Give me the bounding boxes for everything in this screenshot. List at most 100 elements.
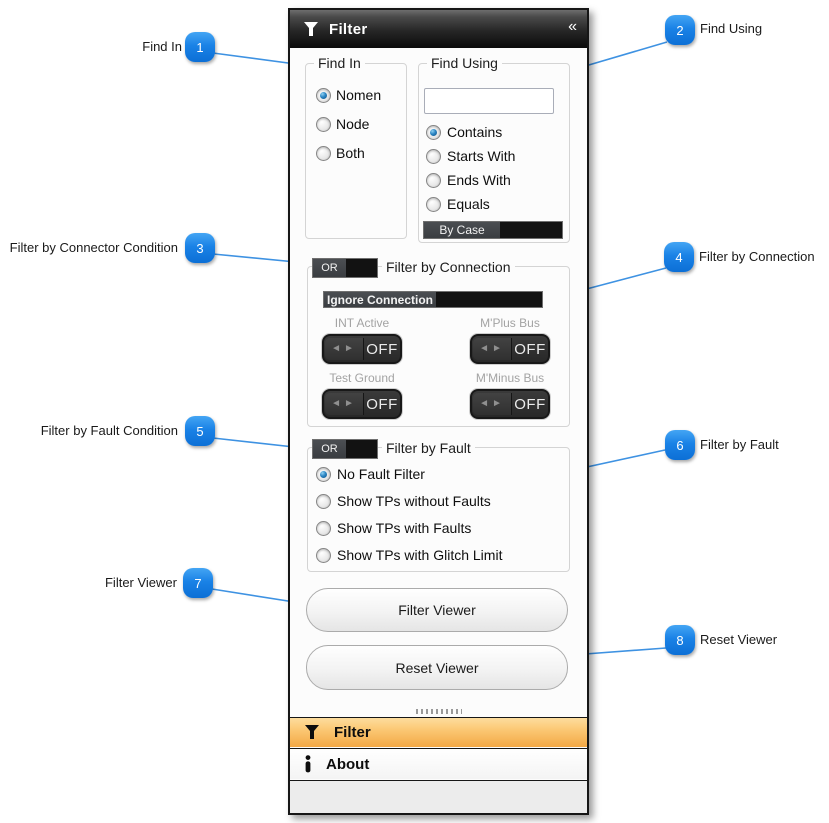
filter-by-fault-group: OR Filter by Fault No Fault Filter Show … [307,438,570,572]
test-ground-toggle-group: Test Ground ◄► OFF [322,370,402,419]
filter-by-connection-group: OR Filter by Connection Ignore Connectio… [307,257,570,427]
left-right-arrows-icon: ◄► [473,393,512,415]
filter-by-connection-legend: Filter by Connection [382,257,515,277]
radio-ends-with[interactable]: Ends With [426,171,511,189]
callout-badge-6: 6 [665,430,695,460]
switch-state: OFF [514,395,546,413]
radio-starts-with[interactable]: Starts With [426,147,515,165]
toggle-track [436,292,542,307]
radio-dot [426,196,441,212]
fault-or-toggle[interactable]: OR [312,439,378,459]
radio-node[interactable]: Node [316,115,369,133]
panel-footer [290,780,587,813]
find-using-group: Find Using Contains Starts With Ends Wit… [418,55,570,243]
left-right-arrows-icon: ◄► [473,338,512,360]
callout-number: 1 [196,39,204,55]
radio-no-fault-filter[interactable]: No Fault Filter [316,465,425,483]
radio-label: Show TPs without Faults [337,493,491,509]
mminus-bus-toggle-group: M'Minus Bus ◄► OFF [470,370,550,419]
radio-dot [426,172,441,188]
radio-dot [426,148,441,164]
radio-label: Show TPs with Glitch Limit [337,547,503,563]
radio-dot [316,466,331,482]
callout-number: 5 [196,423,204,439]
filter-viewer-button[interactable]: Filter Viewer [306,588,568,632]
callout-label-6: Filter by Fault [700,437,779,452]
int-active-toggle-group: INT Active ◄► OFF [322,315,402,364]
or-label: OR [313,259,346,277]
radio-label: Ends With [447,172,511,188]
accordion-item-about[interactable]: About [290,748,587,779]
find-in-group: Find In Nomen Node Both [305,55,407,239]
filter-panel: Filter « Find In Nomen Node Both Find Us… [288,8,589,815]
accordion-item-filter[interactable]: Filter [290,717,587,747]
callout-badge-4: 4 [664,242,694,272]
callout-badge-8: 8 [665,625,695,655]
radio-show-tps-with-faults[interactable]: Show TPs with Faults [316,519,471,537]
accordion-label: Filter [334,724,371,741]
search-input[interactable] [424,88,554,114]
callout-number: 4 [675,249,683,265]
radio-show-tps-with-glitch-limit[interactable]: Show TPs with Glitch Limit [316,546,502,564]
callout-number: 3 [196,240,204,256]
callout-number: 6 [676,437,684,453]
mplus-bus-toggle-group: M'Plus Bus ◄► OFF [470,315,550,364]
callout-label-7: Filter Viewer [104,575,177,590]
mplus-bus-switch[interactable]: ◄► OFF [470,334,550,364]
splitter-grip[interactable] [415,709,462,714]
radio-label: Equals [447,196,490,212]
radio-label: Starts With [447,148,516,164]
connection-or-toggle[interactable]: OR [312,258,378,278]
collapse-chevron-icon[interactable]: « [568,18,577,35]
by-case-toggle[interactable]: By Case [423,221,563,239]
toggle-caption: M'Plus Bus [480,316,540,330]
radio-label: Contains [447,124,503,140]
callout-badge-1: 1 [185,32,215,62]
toggle-track [346,440,377,458]
callout-label-1: Find In [142,39,182,54]
find-using-legend: Find Using [427,55,502,72]
radio-contains[interactable]: Contains [426,123,502,141]
funnel-icon [303,21,319,38]
radio-both[interactable]: Both [316,144,365,162]
toggle-caption: M'Minus Bus [475,371,545,385]
callout-number: 2 [676,22,684,38]
callout-badge-7: 7 [183,568,213,598]
int-active-switch[interactable]: ◄► OFF [322,334,402,364]
switch-state: OFF [366,340,398,358]
radio-dot [316,520,331,536]
panel-header: Filter « [290,10,587,48]
info-icon [304,755,312,773]
filter-by-fault-legend: Filter by Fault [382,438,475,458]
toggle-caption: INT Active [334,316,390,330]
funnel-icon [304,724,320,741]
accordion-label: About [326,755,370,773]
radio-dot [316,547,331,563]
by-case-label: By Case [424,222,500,238]
radio-dot [316,145,331,161]
radio-equals[interactable]: Equals [426,195,490,213]
radio-label: Nomen [336,87,382,103]
radio-dot [426,124,441,140]
radio-dot [316,116,331,132]
reset-viewer-button[interactable]: Reset Viewer [306,645,568,690]
radio-show-tps-without-faults[interactable]: Show TPs without Faults [316,492,491,510]
callout-label-4: Filter by Connection [699,249,815,264]
callout-label-5: Filter by Fault Condition [40,423,178,438]
radio-label: Both [336,145,365,161]
mminus-bus-switch[interactable]: ◄► OFF [470,389,550,419]
toggle-track [500,222,562,238]
radio-label: Show TPs with Faults [337,520,472,536]
callout-number: 7 [194,575,202,591]
test-ground-switch[interactable]: ◄► OFF [322,389,402,419]
toggle-caption: Test Ground [329,371,395,385]
callout-badge-3: 3 [185,233,215,263]
switch-state: OFF [514,340,546,358]
ignore-connection-toggle[interactable]: Ignore Connection [323,291,543,308]
radio-dot [316,87,331,103]
left-right-arrows-icon: ◄► [325,393,364,415]
panel-title: Filter [329,20,368,38]
radio-dot [316,493,331,509]
radio-nomen[interactable]: Nomen [316,86,381,104]
radio-label: No Fault Filter [337,466,425,482]
